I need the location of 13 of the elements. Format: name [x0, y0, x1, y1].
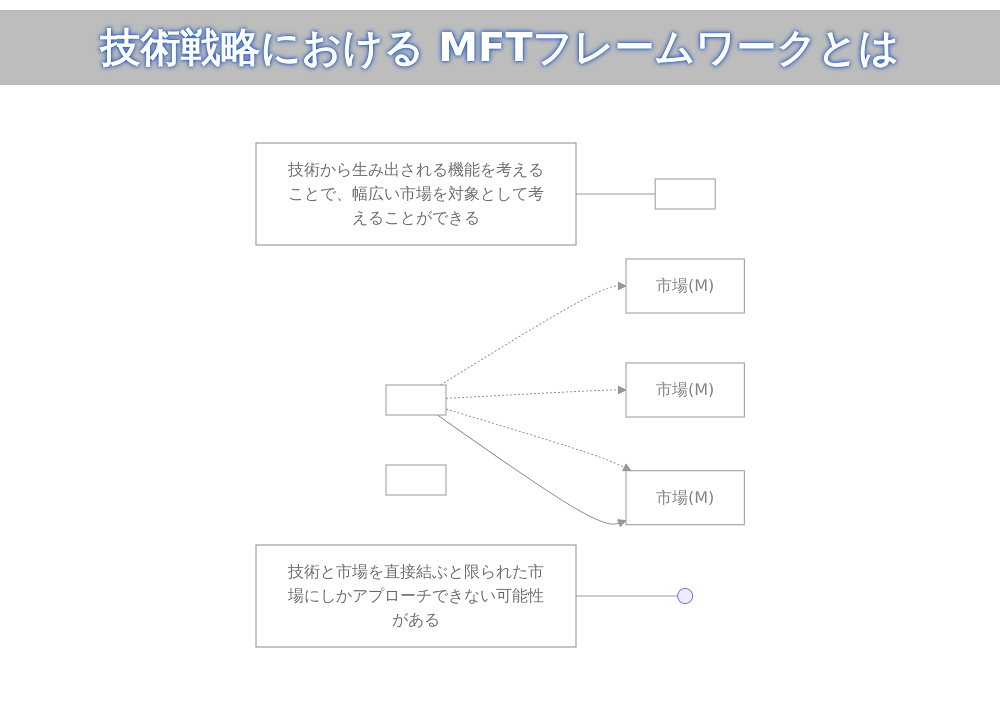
- node-box: [654, 178, 716, 210]
- node-box: [385, 464, 446, 496]
- node-box: 市場(M): [625, 362, 745, 418]
- node-box: 技術と市場を直接結ぶと限られた市場にしかアプローチできない可能性がある: [255, 544, 576, 648]
- node-box: 技術から生み出される機能を考えることで、幅広い市場を対象として考えることができる: [255, 142, 576, 246]
- arrow: [445, 408, 632, 472]
- node-box: 市場(M): [625, 258, 745, 314]
- node-box: 市場(M): [625, 470, 745, 526]
- arrow: [440, 282, 626, 386]
- node-box: [385, 384, 446, 416]
- arrow: [445, 386, 626, 399]
- title-banner: 技術戦略における MFTフレームワークとは: [0, 10, 1000, 85]
- arrow: [436, 414, 626, 528]
